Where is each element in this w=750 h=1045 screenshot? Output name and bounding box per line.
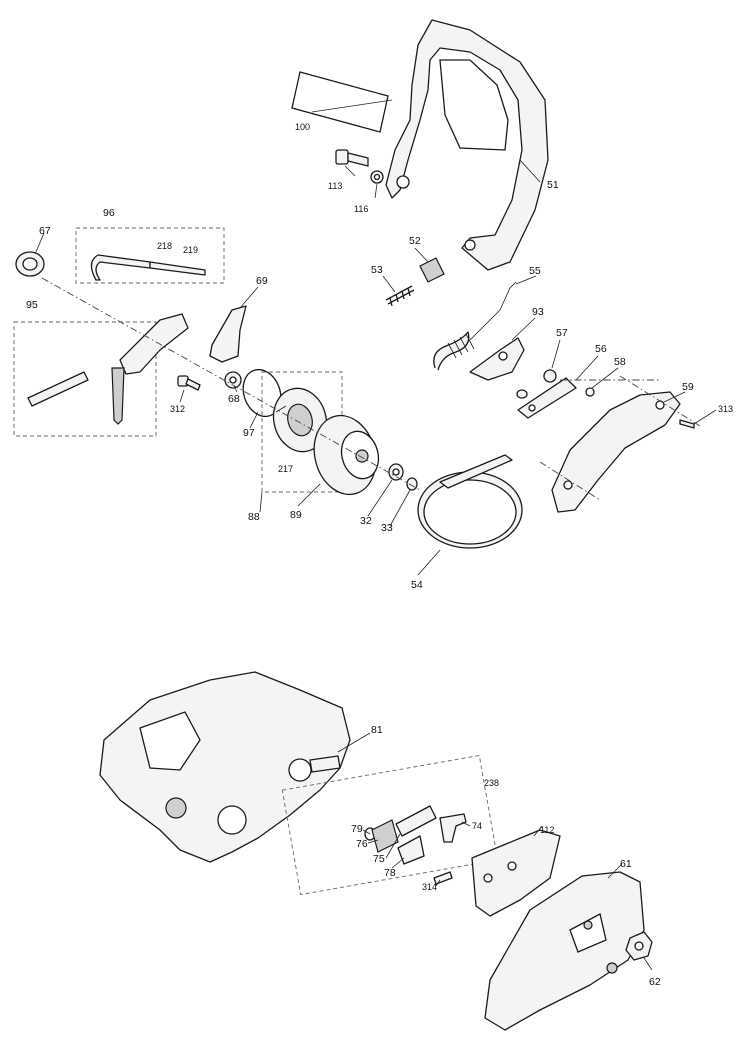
nut-part-62[interactable] bbox=[625, 931, 653, 961]
callout-54: 54 bbox=[411, 579, 423, 591]
screw-part-313[interactable] bbox=[679, 419, 695, 429]
callout-218: 218 bbox=[157, 241, 172, 251]
callout-314: 314 bbox=[422, 882, 437, 892]
callout-217: 217 bbox=[278, 464, 293, 474]
callout-61: 61 bbox=[620, 858, 632, 870]
worm-gear-part-76[interactable] bbox=[371, 819, 399, 853]
brake-lever-part-93[interactable] bbox=[469, 337, 525, 381]
callout-113: 113 bbox=[328, 181, 342, 191]
callout-81: 81 bbox=[371, 724, 383, 736]
callout-93: 93 bbox=[532, 306, 544, 318]
callout-313: 313 bbox=[718, 404, 733, 414]
callout-79: 79 bbox=[351, 823, 363, 835]
callout-58: 58 bbox=[614, 356, 626, 368]
group-box-238 bbox=[281, 754, 499, 896]
callout-75: 75 bbox=[373, 853, 385, 865]
group-box-96 bbox=[75, 227, 225, 284]
front-hand-guard-part-51[interactable] bbox=[385, 19, 549, 271]
screw-part-312[interactable] bbox=[177, 375, 201, 391]
callout-100: 100 bbox=[295, 122, 310, 132]
pump-part-75[interactable] bbox=[395, 805, 437, 837]
clutch-part-217[interactable] bbox=[267, 382, 334, 457]
callout-219: 219 bbox=[183, 245, 198, 255]
callout-69: 69 bbox=[256, 275, 268, 287]
callout-78: 78 bbox=[384, 867, 396, 879]
callout-57: 57 bbox=[556, 327, 568, 339]
clip-part-33[interactable] bbox=[406, 477, 418, 491]
callout-89: 89 bbox=[290, 509, 302, 521]
alignment-line bbox=[539, 461, 601, 501]
callout-76: 76 bbox=[356, 838, 368, 850]
callout-238: 238 bbox=[484, 778, 499, 788]
brake-band-part-54[interactable] bbox=[417, 454, 523, 549]
callout-51: 51 bbox=[547, 179, 559, 191]
callout-33: 33 bbox=[381, 522, 393, 534]
callout-67: 67 bbox=[39, 225, 51, 237]
crankcase-part-81[interactable] bbox=[99, 671, 351, 863]
callout-32: 32 bbox=[360, 515, 372, 527]
block-part-52[interactable] bbox=[419, 257, 445, 283]
callout-62: 62 bbox=[649, 976, 661, 988]
screw-part-113[interactable] bbox=[335, 149, 369, 167]
callout-53: 53 bbox=[371, 264, 383, 276]
callout-labels: 100 113 116 51 96 218 219 67 52 53 55 69… bbox=[26, 122, 733, 988]
leader-lines bbox=[35, 99, 717, 971]
decal-part-100[interactable] bbox=[291, 71, 389, 133]
callout-56: 56 bbox=[595, 343, 607, 355]
alignment-line bbox=[619, 375, 701, 427]
washer-93-area bbox=[516, 389, 528, 399]
screw-part-314[interactable] bbox=[433, 871, 453, 885]
oil-pump-part-95[interactable] bbox=[27, 313, 189, 425]
pump-body-part-78[interactable] bbox=[397, 835, 425, 865]
callout-96: 96 bbox=[103, 207, 115, 219]
oil-hose-part-96[interactable] bbox=[90, 254, 206, 281]
callout-59: 59 bbox=[682, 381, 694, 393]
group-box-95 bbox=[13, 321, 157, 437]
callout-312: 312 bbox=[170, 404, 185, 414]
callout-88: 88 bbox=[248, 511, 260, 523]
guide-plate-part-112[interactable] bbox=[471, 829, 561, 917]
plate-part-56[interactable] bbox=[517, 377, 577, 419]
callout-52: 52 bbox=[409, 235, 421, 247]
washer-part-68[interactable] bbox=[224, 371, 242, 389]
chain-guard-part-59[interactable] bbox=[551, 391, 681, 513]
callout-74: 74 bbox=[472, 821, 482, 831]
callout-116: 116 bbox=[354, 204, 368, 214]
lever-part-74[interactable] bbox=[439, 813, 467, 843]
callout-112: 112 bbox=[540, 825, 554, 835]
spring-clip-part-58[interactable] bbox=[585, 387, 595, 397]
cap-part-67[interactable] bbox=[15, 251, 45, 277]
clutch-drum-part-89[interactable] bbox=[306, 409, 385, 502]
washer-part-32[interactable] bbox=[388, 463, 404, 481]
bushing-part-57[interactable] bbox=[543, 369, 557, 383]
washer-part-116[interactable] bbox=[370, 170, 384, 184]
callout-68: 68 bbox=[228, 393, 240, 405]
spring-part-53[interactable] bbox=[385, 285, 415, 307]
brake-spring-part-55[interactable] bbox=[433, 281, 517, 371]
callout-97: 97 bbox=[243, 427, 255, 439]
callout-95: 95 bbox=[26, 299, 38, 311]
cover-part-69[interactable] bbox=[209, 305, 247, 363]
callout-55: 55 bbox=[529, 265, 541, 277]
